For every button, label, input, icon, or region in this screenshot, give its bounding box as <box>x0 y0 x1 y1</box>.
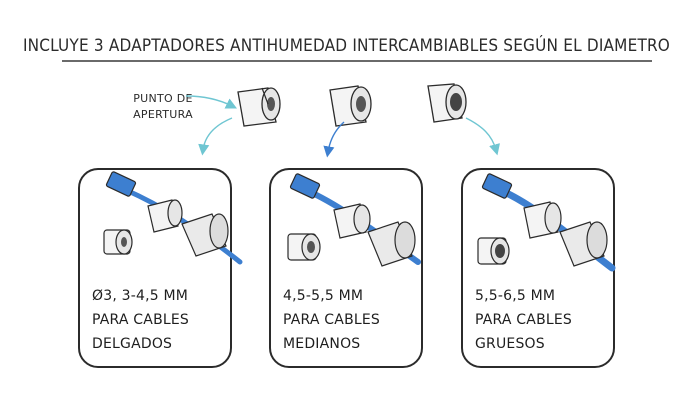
arrow-to-panel-2 <box>323 121 345 158</box>
top-adapter-thick <box>427 83 467 123</box>
panel-2-connector <box>287 173 421 267</box>
panel-1-connector <box>103 171 243 265</box>
arrow-to-panel-3 <box>465 117 500 156</box>
panel-for-cables: PARA CABLES <box>283 312 381 328</box>
panel-diameter: Ø3, 3-4,5 MM <box>92 288 189 304</box>
panel-for-cables: PARA CABLES <box>92 312 190 328</box>
panel-cable-size: MEDIANOS <box>283 336 361 352</box>
callout-line-2: APERTURA <box>133 108 193 121</box>
top-adapter-thin <box>237 87 281 127</box>
adapter-panel-thin: Ø3, 3-4,5 MM PARA CABLES DELGADOS <box>78 168 232 368</box>
panel-cable-size: GRUESOS <box>475 336 545 352</box>
adapter-panel-medium: 4,5-5,5 MM PARA CABLES MEDIANOS <box>269 168 423 368</box>
panel-description: Ø3, 3-4,5 MM PARA CABLES DELGADOS <box>92 284 232 356</box>
arrow-to-panel-1 <box>198 117 233 156</box>
panel-description: 5,5-6,5 MM PARA CABLES GRUESOS <box>475 284 615 356</box>
page-title: INCLUYE 3 ADAPTADORES ANTIHUMEDAD INTERC… <box>22 36 671 56</box>
adapter-panel-thick: 5,5-6,5 MM PARA CABLES GRUESOS <box>461 168 615 368</box>
top-adapter-medium <box>329 85 372 127</box>
panel-description: 4,5-5,5 MM PARA CABLES MEDIANOS <box>283 284 423 356</box>
panel-diameter: 4,5-5,5 MM <box>283 288 364 304</box>
panel-for-cables: PARA CABLES <box>475 312 573 328</box>
panel-3-connector <box>477 173 616 272</box>
callout-line-1: PUNTO DE <box>133 92 193 105</box>
panel-diameter: 5,5-6,5 MM <box>475 288 556 304</box>
opening-point-callout: PUNTO DE APERTURA <box>118 91 208 123</box>
callout-arrow <box>185 95 238 109</box>
panel-cable-size: DELGADOS <box>92 336 173 352</box>
title-underline <box>62 60 652 62</box>
